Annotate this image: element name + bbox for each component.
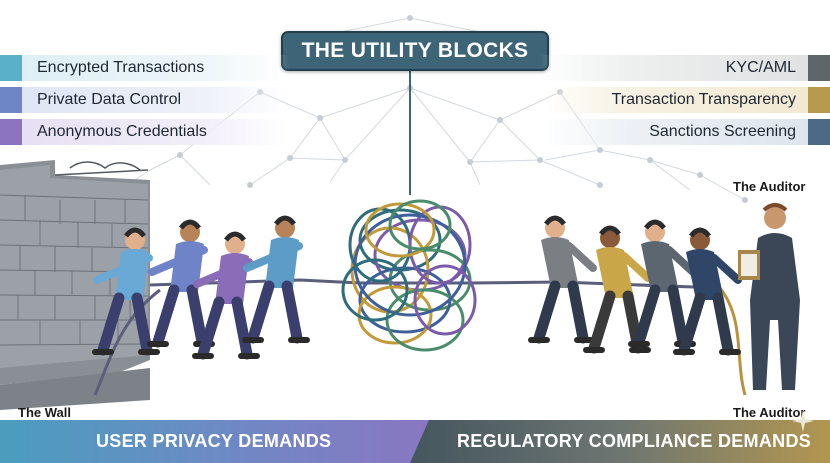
compliance-swatch xyxy=(808,55,830,81)
compliance-team xyxy=(528,215,742,356)
tangle-loop xyxy=(385,288,465,352)
tangle-loop xyxy=(413,264,477,336)
tangle-loop xyxy=(388,199,452,251)
privacy-feature-encrypted-transactions: Encrypted Transactions xyxy=(0,55,290,81)
privacy-team-member xyxy=(92,227,160,356)
compliance-team-member xyxy=(628,219,697,348)
compliance-feature-kyc-aml: KYC/AML xyxy=(540,55,830,81)
privacy-feature-private-data-control: Private Data Control xyxy=(0,87,290,113)
compliance-feature-label: Sanctions Screening xyxy=(649,123,796,140)
compliance-feature-label: Transaction Transparency xyxy=(611,91,796,108)
privacy-swatch xyxy=(0,55,22,81)
privacy-demands-label: USER PRIVACY DEMANDS xyxy=(96,431,332,451)
compliance-feature-sanctions-screening: Sanctions Screening xyxy=(540,119,830,145)
privacy-swatch xyxy=(0,87,22,113)
sparkle-icon xyxy=(792,410,814,432)
compliance-feature-label: KYC/AML xyxy=(725,59,796,76)
compliance-demands-banner: REGULATORY COMPLIANCE DEMANDS xyxy=(410,420,830,463)
privacy-team xyxy=(92,215,310,360)
auditor-caption-bottom: The Auditor xyxy=(733,405,806,420)
privacy-feature-label: Private Data Control xyxy=(37,91,182,108)
privacy-team-member xyxy=(242,215,310,344)
compliance-swatch xyxy=(808,119,830,145)
tangled-knot xyxy=(341,199,477,352)
demands-banner: USER PRIVACY DEMANDS REGULATORY COMPLIAN… xyxy=(0,420,830,463)
privacy-feature-anonymous-credentials: Anonymous Credentials xyxy=(0,119,290,145)
compliance-team-member xyxy=(673,227,742,356)
compliance-swatch xyxy=(808,87,830,113)
auditor-figure xyxy=(738,203,800,390)
tangle-loop xyxy=(341,258,409,322)
privacy-feature-label: Anonymous Credentials xyxy=(37,123,207,140)
privacy-swatch xyxy=(0,119,22,145)
privacy-team-member xyxy=(147,219,215,348)
compliance-demands-label: REGULATORY COMPLIANCE DEMANDS xyxy=(457,431,812,451)
compliance-feature-transaction-transparency: Transaction Transparency xyxy=(540,87,830,113)
privacy-demands-banner: USER PRIVACY DEMANDS xyxy=(0,420,430,463)
wall-caption: The Wall xyxy=(18,405,71,420)
compliance-team-member xyxy=(583,225,652,354)
page-title: THE UTILITY BLOCKS xyxy=(281,31,549,71)
auditor-caption-top: The Auditor xyxy=(733,179,806,194)
privacy-team-member xyxy=(192,231,260,360)
compliance-team-member xyxy=(528,215,597,344)
tangle-loop xyxy=(364,202,436,258)
privacy-feature-label: Encrypted Transactions xyxy=(37,59,205,76)
